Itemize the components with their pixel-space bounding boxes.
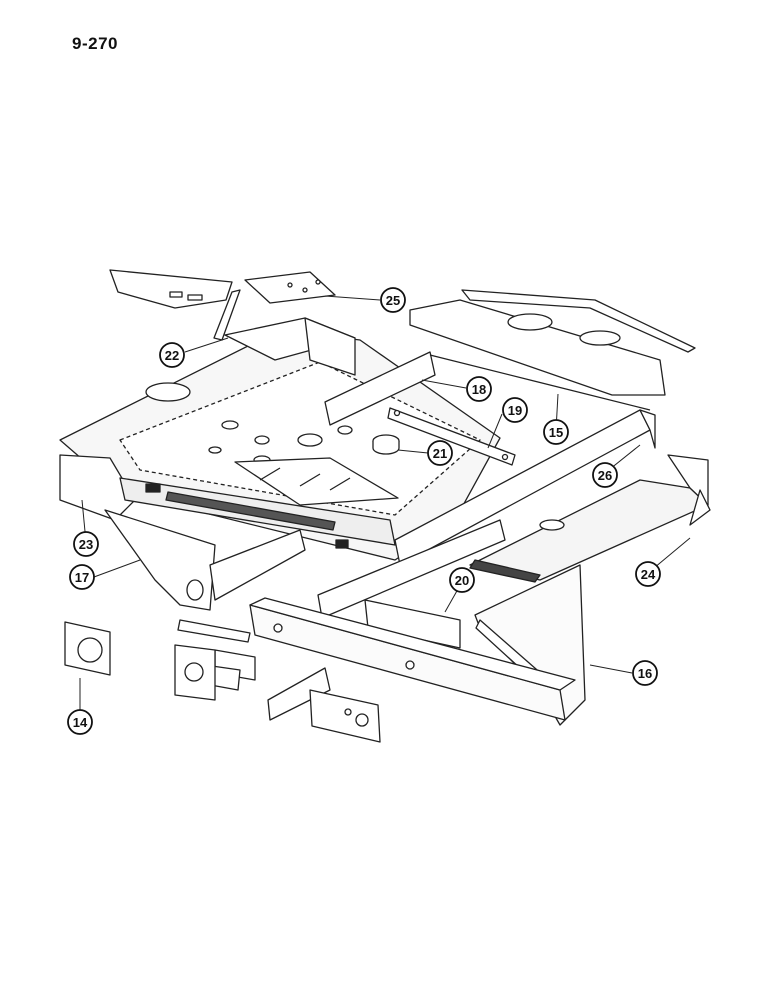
callouts: 25 22 18 19 15 21 26 23 17 20 24 16 14 — [67, 287, 661, 735]
bottom-crossbeam — [249, 597, 576, 721]
svg-text:20: 20 — [455, 573, 469, 588]
callout-17: 17 — [69, 564, 95, 590]
svg-text:14: 14 — [73, 715, 88, 730]
callout-15: 15 — [543, 419, 569, 445]
right-plate-24 — [469, 454, 711, 583]
svg-text:16: 16 — [638, 666, 652, 681]
right-main-rail — [394, 409, 656, 566]
callout-25: 25 — [380, 287, 406, 313]
svg-text:18: 18 — [472, 382, 486, 397]
svg-text:21: 21 — [433, 446, 447, 461]
mount-plate — [174, 644, 216, 701]
lower-plate — [309, 689, 381, 743]
callout-22: 22 — [159, 342, 185, 368]
lower-left-rail — [209, 529, 306, 601]
callout-19: 19 — [502, 397, 528, 423]
callout-14: 14 — [67, 709, 93, 735]
part-14-plate — [64, 621, 111, 676]
page-number: 9-270 — [72, 34, 118, 53]
bar-19 — [387, 407, 516, 466]
middle-lower-rail — [317, 519, 506, 619]
svg-text:17: 17 — [75, 570, 89, 585]
bracket-20 — [364, 599, 461, 649]
callout-18: 18 — [466, 376, 492, 402]
leader-lines — [79, 295, 691, 710]
callout-21: 21 — [427, 440, 453, 466]
svg-text:26: 26 — [598, 468, 612, 483]
rail-18 — [324, 351, 436, 426]
part-25-plate — [244, 271, 336, 304]
svg-text:19: 19 — [508, 403, 522, 418]
callout-16: 16 — [632, 660, 658, 686]
left-channel — [59, 317, 356, 521]
callout-23: 23 — [73, 531, 99, 557]
cap-21 — [372, 434, 400, 455]
svg-text:22: 22 — [165, 348, 179, 363]
callout-20: 20 — [449, 567, 475, 593]
lower-housing — [104, 509, 216, 611]
svg-text:23: 23 — [79, 537, 93, 552]
plate-fragment — [109, 269, 233, 309]
front-crossmember — [119, 477, 396, 549]
svg-text:25: 25 — [386, 293, 400, 308]
callout-24: 24 — [635, 561, 661, 587]
callout-26: 26 — [592, 462, 618, 488]
svg-text:24: 24 — [641, 567, 656, 582]
top-plate-15 — [409, 289, 696, 411]
small-bar — [177, 619, 251, 643]
svg-text:15: 15 — [549, 425, 563, 440]
vertical-strap — [267, 667, 331, 721]
